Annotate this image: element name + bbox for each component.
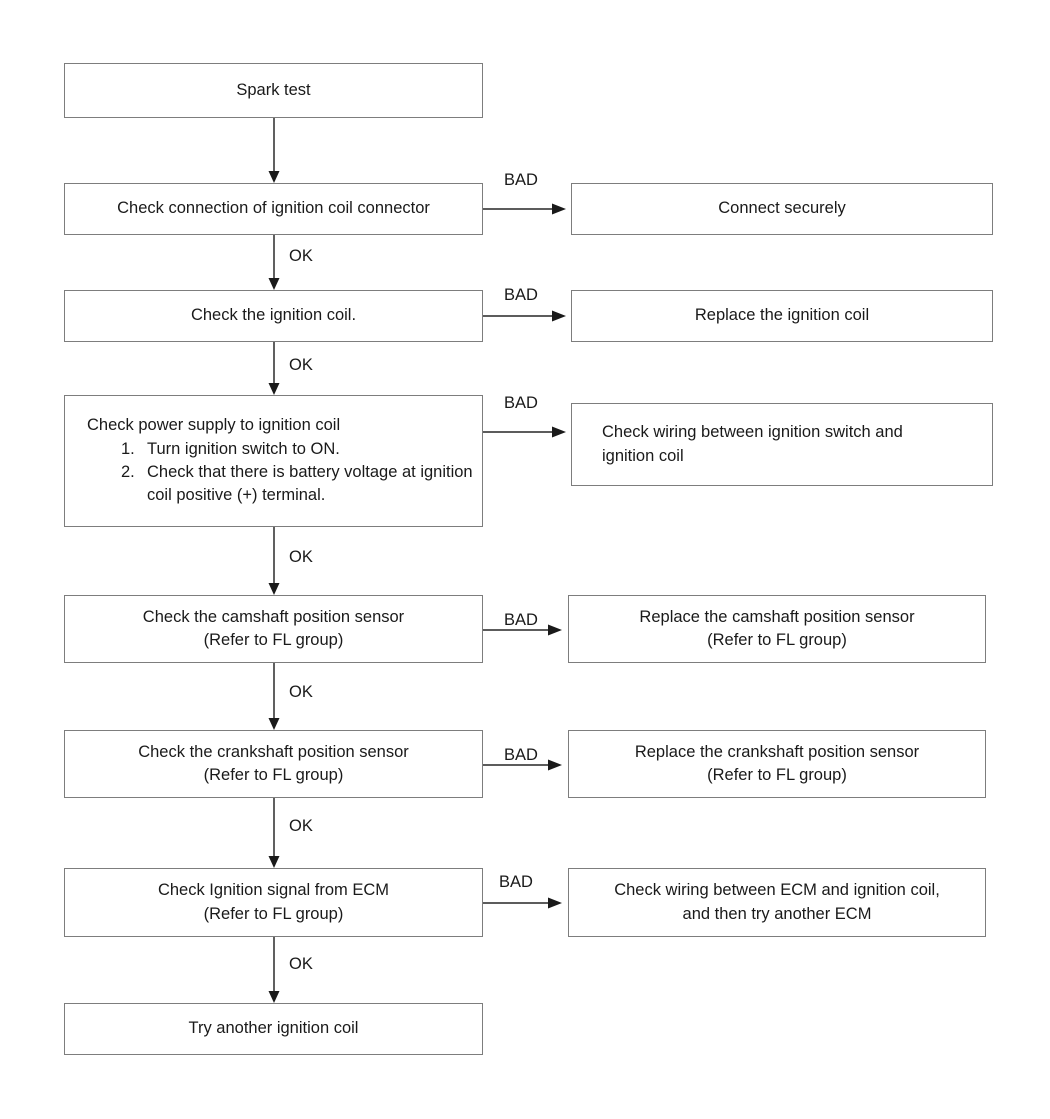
edge-label-bad-4: BAD	[504, 611, 538, 629]
step-number-2: 2.	[121, 463, 135, 481]
edge-label-bad-6: BAD	[499, 873, 533, 891]
node-check-ecm-signal-line2: (Refer to FL group)	[203, 904, 344, 923]
edge-label-ok-2: OK	[289, 356, 313, 374]
arrowhead-right-2	[552, 310, 566, 322]
node-check-ecm-signal-line1: Check Ignition signal from ECM	[157, 881, 390, 900]
node-check-wiring-ecm[interactable]: Check wiring between ECM and ignition co…	[568, 868, 986, 937]
arrowhead-down-4	[268, 583, 280, 595]
step-text-1: Turn ignition switch to ON.	[147, 439, 340, 458]
arrowhead-down-3	[268, 383, 280, 395]
node-check-wiring-ignition-switch-line2: ignition coil	[602, 446, 684, 465]
node-replace-camshaft-sensor[interactable]: Replace the camshaft position sensor (Re…	[568, 595, 986, 663]
edge-label-bad-5: BAD	[504, 746, 538, 764]
arrowhead-down-1	[268, 171, 280, 183]
node-connect-securely-label: Connect securely	[718, 199, 846, 218]
node-check-connector-label: Check connection of ignition coil connec…	[117, 199, 430, 218]
arrowhead-right-4	[548, 624, 562, 636]
node-check-wiring-ignition-switch[interactable]: Check wiring between ignition switch and…	[571, 403, 993, 486]
edge-label-bad-2: BAD	[504, 286, 538, 304]
node-replace-camshaft-sensor-line2: (Refer to FL group)	[707, 631, 847, 649]
node-check-wiring-ignition-switch-line1: Check wiring between ignition switch and	[602, 423, 903, 442]
node-check-wiring-ecm-line2: and then try another ECM	[682, 904, 872, 923]
step-number-1: 1.	[121, 439, 135, 458]
node-check-connector[interactable]: Check connection of ignition coil connec…	[64, 183, 483, 235]
node-check-ecm-signal[interactable]: Check Ignition signal from ECM (Refer to…	[64, 868, 483, 937]
node-check-coil-label: Check the ignition coil.	[190, 306, 357, 325]
node-try-another-coil[interactable]: Try another ignition coil	[64, 1003, 483, 1055]
node-check-wiring-ecm-line1: Check wiring between ECM and ignition co…	[614, 881, 940, 900]
edge-label-bad-3: BAD	[504, 394, 538, 412]
node-check-coil[interactable]: Check the ignition coil.	[64, 290, 483, 342]
node-replace-camshaft-sensor-line1: Replace the camshaft position sensor	[639, 607, 915, 626]
step-item-1: 1. Turn ignition switch to ON.	[121, 438, 474, 461]
edge-label-ok-3: OK	[289, 548, 313, 566]
node-check-crankshaft-sensor[interactable]: Check the crankshaft position sensor (Re…	[64, 730, 483, 798]
edge-label-bad-1: BAD	[504, 171, 538, 189]
arrowhead-down-5	[268, 718, 280, 730]
node-replace-crankshaft-sensor-line1: Replace the crankshaft position sensor	[634, 742, 920, 761]
step-text-2: Check that there is battery voltage at i…	[147, 463, 473, 505]
node-check-power-supply-heading: Check power supply to ignition coil	[87, 416, 341, 435]
arrowhead-right-1	[552, 203, 566, 215]
node-try-another-coil-label: Try another ignition coil	[188, 1019, 359, 1038]
edge-label-ok-5: OK	[289, 817, 313, 835]
node-check-camshaft-sensor[interactable]: Check the camshaft position sensor (Refe…	[64, 595, 483, 663]
node-check-camshaft-sensor-line1: Check the camshaft position sensor	[142, 607, 405, 626]
node-spark-test-label: Spark test	[236, 80, 311, 99]
edge-label-ok-1: OK	[289, 247, 313, 265]
arrowhead-down-2	[268, 278, 280, 290]
node-check-crankshaft-sensor-line2: (Refer to FL group)	[203, 766, 344, 784]
node-check-power-supply[interactable]: Check power supply to ignition coil 1. T…	[64, 395, 483, 527]
node-check-power-supply-steps: 1. Turn ignition switch to ON. 2. Check …	[87, 438, 474, 508]
arrowhead-right-5	[548, 759, 562, 771]
node-spark-test[interactable]: Spark test	[64, 63, 483, 118]
edge-label-ok-6: OK	[289, 955, 313, 973]
step-item-2: 2. Check that there is battery voltage a…	[121, 461, 474, 508]
arrowhead-down-7	[268, 991, 280, 1003]
node-check-camshaft-sensor-line2: (Refer to FL group)	[203, 631, 344, 649]
node-replace-coil-label: Replace the ignition coil	[694, 306, 870, 325]
node-replace-crankshaft-sensor-line2: (Refer to FL group)	[707, 766, 847, 784]
node-replace-coil[interactable]: Replace the ignition coil	[571, 290, 993, 342]
node-check-crankshaft-sensor-line1: Check the crankshaft position sensor	[138, 742, 409, 761]
arrowhead-down-6	[268, 856, 280, 868]
node-connect-securely[interactable]: Connect securely	[571, 183, 993, 235]
arrowhead-right-3	[552, 426, 566, 438]
arrowhead-right-6	[548, 897, 562, 909]
edge-label-ok-4: OK	[289, 683, 313, 701]
node-replace-crankshaft-sensor[interactable]: Replace the crankshaft position sensor (…	[568, 730, 986, 798]
